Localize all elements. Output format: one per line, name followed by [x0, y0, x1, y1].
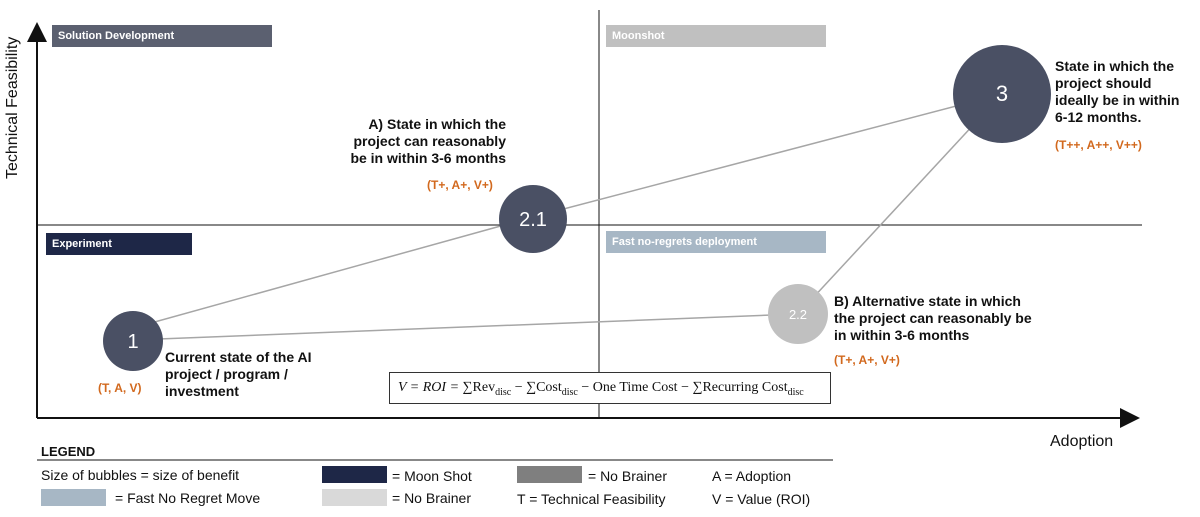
tag-current-state: (T, A, V)	[98, 381, 142, 395]
legend-label-moon-shot: = Moon Shot	[392, 468, 472, 484]
roi-formula: V = ROI = ∑Revdisc − ∑Costdisc − One Tim…	[389, 372, 831, 404]
legend-label-no-brainer-dark: = No Brainer	[588, 468, 667, 484]
formula-cost: Cost	[536, 380, 562, 395]
annotation-current-state: Current state of the AI project / progra…	[165, 349, 312, 399]
formula-disc-1: disc	[495, 386, 512, 398]
tag-state-a: (T+, A+, V+)	[427, 178, 493, 192]
legend-size-note: Size of bubbles = size of benefit	[41, 467, 240, 483]
bubble-2-2	[768, 284, 828, 344]
bubble-3	[953, 45, 1051, 143]
quadrant-fast-no-regrets-label: Fast no-regrets deployment	[606, 231, 826, 253]
bubble-2-1-label: 2.1	[519, 209, 547, 231]
formula-sum-1: ∑	[462, 380, 473, 395]
annotation-state-a: A) State in which the project can reason…	[350, 116, 506, 166]
legend-def-adoption: A = Adoption	[712, 468, 792, 484]
bubble-2-1	[499, 185, 567, 253]
legend-swatch-no-brainer-light	[322, 489, 387, 506]
formula-minus-2: − One Time Cost −	[577, 380, 693, 395]
legend-swatch-fast-no-regret	[41, 489, 106, 506]
legend-swatch-moon-shot	[322, 466, 387, 483]
legend-label-no-brainer-light: = No Brainer	[392, 490, 471, 506]
legend-def-value: V = Value (ROI)	[712, 491, 811, 507]
quadrant-solution-development-label: Solution Development	[52, 25, 272, 47]
bubble-2-2-label: 2.2	[789, 307, 807, 322]
tag-state-b: (T+, A+, V+)	[834, 353, 900, 367]
annotation-state-b: B) Alternative state in which the projec…	[834, 293, 1032, 343]
connector-1-to-2-1	[132, 216, 534, 329]
formula-minus-1: −	[511, 380, 527, 395]
legend-def-technical-feasibility: T = Technical Feasibility	[517, 491, 666, 507]
bubble-3-label: 3	[996, 81, 1008, 106]
formula-lhs: V = ROI =	[398, 380, 463, 395]
quadrant-experiment-label: Experiment	[46, 233, 192, 255]
y-axis-label: Technical Feasibility	[4, 36, 21, 179]
bubble-1	[103, 311, 163, 371]
connector-1-to-2-2	[132, 313, 799, 341]
formula-sum-3: ∑	[692, 380, 703, 395]
quadrant-moonshot-label: Moonshot	[606, 25, 826, 47]
formula-rev: Rev	[472, 380, 496, 395]
x-axis-label: Adoption	[1050, 433, 1114, 450]
annotation-state-3: State in which the project should ideall…	[1055, 58, 1180, 125]
connector-2-2-to-3	[797, 93, 1003, 315]
legend-title: LEGEND	[41, 444, 96, 459]
legend-label-fast-no-regret: = Fast No Regret Move	[115, 490, 261, 506]
connector-2-1-to-3	[532, 93, 1003, 218]
legend-swatch-no-brainer-dark	[517, 466, 582, 483]
formula-disc-2: disc	[561, 386, 578, 398]
tag-state-3: (T++, A++, V++)	[1055, 138, 1142, 152]
formula-recurring: Recurring Cost	[702, 380, 788, 395]
formula-sum-2: ∑	[526, 380, 537, 395]
formula-disc-3: disc	[787, 386, 804, 398]
bubble-1-label: 1	[127, 331, 138, 353]
